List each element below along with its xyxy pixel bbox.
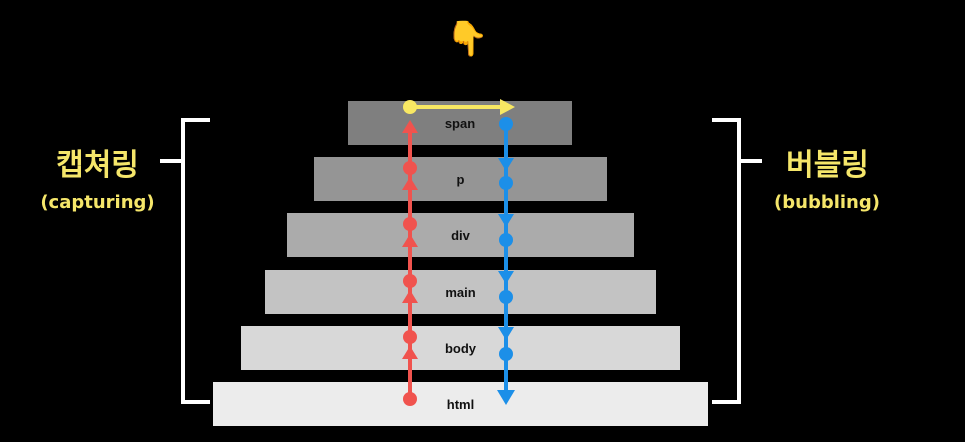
layer-html: html bbox=[213, 382, 708, 426]
capture-arrow bbox=[402, 120, 418, 133]
layer-label: main bbox=[445, 284, 476, 300]
bubble-arrow bbox=[498, 327, 514, 340]
capture-arrow bbox=[402, 177, 418, 190]
bubble-arrow bbox=[498, 214, 514, 227]
bubble-arrow bbox=[498, 271, 514, 284]
capture-arrow bbox=[402, 346, 418, 359]
bubble-dot bbox=[499, 117, 513, 131]
layer-label: div bbox=[451, 227, 470, 243]
capture-dot bbox=[403, 330, 417, 344]
target-path bbox=[403, 99, 515, 115]
capture-arrow bbox=[402, 234, 418, 247]
bubble-arrow bbox=[498, 158, 514, 171]
capturing-path bbox=[402, 120, 418, 406]
layer-p: p bbox=[314, 157, 607, 201]
layer-label: html bbox=[446, 396, 475, 412]
layer-label: p bbox=[456, 171, 465, 187]
capture-dot bbox=[403, 392, 417, 406]
bubbling-title: 버블링 bbox=[786, 148, 869, 183]
capture-dot bbox=[403, 274, 417, 288]
bubble-arrow bbox=[497, 390, 515, 405]
capturing-subtitle: (capturing) bbox=[40, 192, 155, 213]
bubbling-path bbox=[497, 117, 515, 405]
layer-label: span bbox=[444, 115, 476, 131]
capturing-title: 캡쳐링 bbox=[56, 148, 139, 183]
bubble-dot bbox=[499, 347, 513, 361]
bubble-dot bbox=[499, 176, 513, 190]
capture-arrow bbox=[402, 290, 418, 303]
capture-dot bbox=[403, 217, 417, 231]
layer-label: body bbox=[444, 340, 477, 356]
target-arrow bbox=[500, 99, 515, 115]
capture-dot bbox=[403, 161, 417, 175]
bubble-dot bbox=[499, 290, 513, 304]
layer-div: div bbox=[287, 213, 634, 257]
bubble-dot bbox=[499, 233, 513, 247]
pointing-hand-icon: 👇 bbox=[446, 19, 489, 59]
layer-body: body bbox=[241, 326, 680, 370]
capturing-bracket bbox=[160, 118, 210, 404]
target-dot bbox=[403, 100, 417, 114]
bubbling-subtitle: (bubbling) bbox=[774, 192, 880, 213]
bubbling-bracket bbox=[712, 118, 762, 404]
layer-main: main bbox=[265, 270, 656, 314]
